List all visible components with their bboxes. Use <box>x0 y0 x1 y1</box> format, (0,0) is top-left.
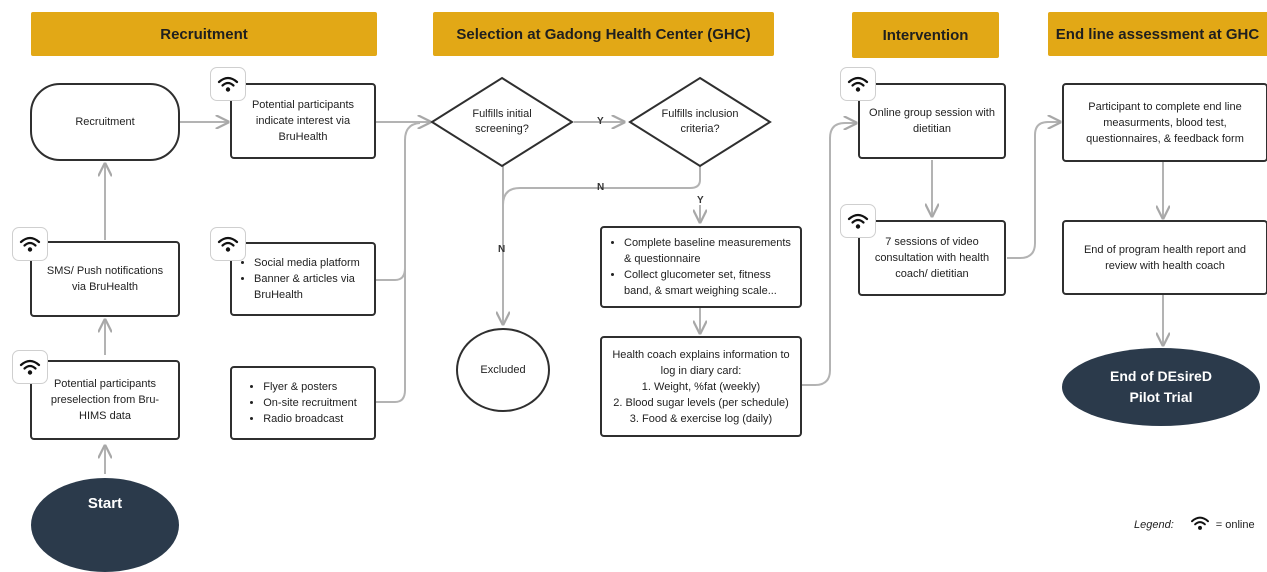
health-coach-intro: Health coach explains information to log… <box>612 348 790 377</box>
list-item: 2. Blood sugar levels (per schedule) <box>613 396 789 409</box>
health-coach-node: Health coach explains information to log… <box>600 336 802 437</box>
end-label-line2: Pilot Trial <box>1129 389 1193 405</box>
start-node: Start <box>31 478 179 572</box>
label-no-screening: N <box>498 244 506 255</box>
excluded-label: Excluded <box>480 364 526 376</box>
legend: Legend: = online <box>1134 515 1255 534</box>
legend-meaning: = online <box>1215 518 1255 531</box>
label-no-inclusion: N <box>597 182 605 193</box>
recruitment-node: Recruitment <box>30 83 180 161</box>
preselection-label: Potential participants preselection from… <box>50 378 160 422</box>
excluded-node: Excluded <box>456 328 550 412</box>
list-item: Flyer & posters <box>263 379 357 395</box>
arrow-coach-group <box>776 123 856 386</box>
end-label-line1: End of DEsireD <box>1110 368 1212 384</box>
list-item: Banner & articles via BruHealth <box>254 271 366 303</box>
wifi-icon <box>210 67 246 101</box>
indicate-interest-node: Potential participants indicate interest… <box>230 83 376 159</box>
wifi-icon <box>840 204 876 238</box>
label-yes-screening: Y <box>597 116 604 127</box>
line-social-merge <box>376 122 421 281</box>
group-session-label: Online group session with dietitian <box>869 107 995 135</box>
baseline-list: Complete baseline measurements & questio… <box>610 235 792 299</box>
inclusion-criteria-text: Fulfills inclusion criteria? <box>661 108 739 135</box>
section-recruitment: Recruitment <box>31 12 377 56</box>
list-item: 1. Weight, %fat (weekly) <box>641 380 761 393</box>
section-endline: End line assessment at GHC <box>1048 12 1267 56</box>
line-inclusion-no <box>502 166 701 206</box>
section-intervention: Intervention <box>852 12 999 58</box>
list-item: Social media platform <box>254 255 366 271</box>
initial-screening-text: Fulfills initial screening? <box>472 108 532 135</box>
legend-label: Legend: <box>1134 518 1174 531</box>
line-offline-merge <box>376 268 406 403</box>
health-report-node: End of program health report and review … <box>1062 220 1267 295</box>
group-session-node: Online group session with dietitian <box>858 83 1006 159</box>
wifi-icon <box>210 227 246 261</box>
list-item: Radio broadcast <box>263 411 357 427</box>
list-item: Collect glucometer set, fitness band, & … <box>624 267 792 299</box>
preselection-node: Potential participants preselection from… <box>30 360 180 440</box>
sms-notification-label: SMS/ Push notifications via BruHealth <box>46 265 164 293</box>
endline-complete-node: Participant to complete end line measurm… <box>1062 83 1267 162</box>
video-sessions-label: 7 sessions of video consultation with he… <box>874 236 990 280</box>
arrow-video-complete <box>1007 122 1060 259</box>
list-item: 3. Food & exercise log (daily) <box>629 412 773 425</box>
indicate-interest-label: Potential participants indicate interest… <box>251 99 355 143</box>
wifi-icon <box>1190 515 1210 534</box>
social-media-list: Social media platform Banner & articles … <box>240 255 366 303</box>
social-media-node: Social media platform Banner & articles … <box>230 242 376 316</box>
connector-layer <box>0 76 1267 474</box>
offline-recruitment-node: Flyer & posters On-site recruitment Radi… <box>230 366 376 440</box>
sms-notification-node: SMS/ Push notifications via BruHealth <box>30 241 180 317</box>
end-node: End of DEsireD Pilot Trial <box>1062 348 1260 426</box>
list-item: On-site recruitment <box>263 395 357 411</box>
recruitment-node-label: Recruitment <box>75 116 135 128</box>
wifi-icon <box>840 67 876 101</box>
start-label: Start <box>87 494 123 512</box>
endline-complete-label: Participant to complete end line measurm… <box>1086 100 1244 145</box>
wifi-icon <box>12 350 48 384</box>
health-report-label: End of program health report and review … <box>1083 243 1247 272</box>
list-item: Complete baseline measurements & questio… <box>624 235 792 267</box>
label-yes-inclusion: Y <box>697 195 704 206</box>
baseline-node: Complete baseline measurements & questio… <box>600 226 802 308</box>
video-sessions-node: 7 sessions of video consultation with he… <box>858 220 1006 296</box>
section-selection: Selection at Gadong Health Center (GHC) <box>433 12 774 56</box>
diamond-initial-screening <box>430 76 574 168</box>
wifi-icon <box>12 227 48 261</box>
offline-recruitment-list: Flyer & posters On-site recruitment Radi… <box>249 379 357 427</box>
diamond-inclusion-criteria <box>628 76 772 168</box>
